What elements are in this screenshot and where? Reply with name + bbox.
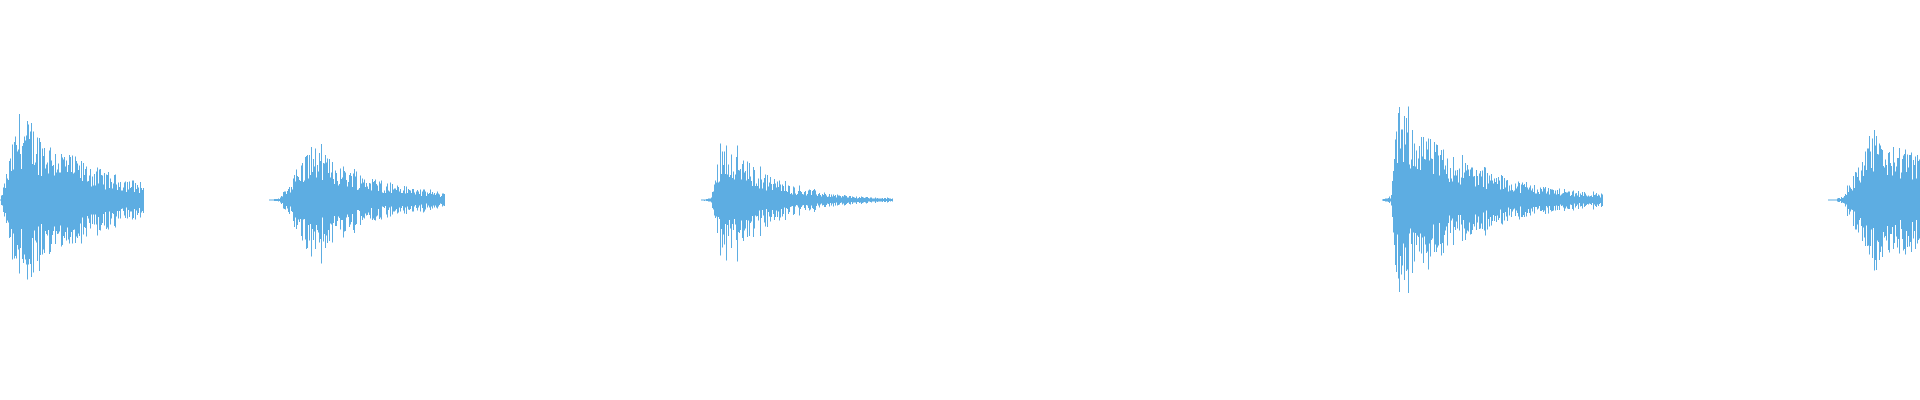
sound-burst-3-waveform (701, 143, 893, 262)
sound-burst-4-waveform (1382, 106, 1603, 293)
sound-burst-2-waveform (269, 143, 445, 264)
sound-burst-2[interactable] (269, 143, 445, 264)
sound-burst-3[interactable] (701, 143, 893, 262)
sound-burst-1[interactable] (0, 113, 144, 280)
sound-burst-5[interactable] (1828, 129, 1920, 271)
sound-burst-1-waveform (0, 113, 144, 280)
sound-burst-4[interactable] (1382, 106, 1603, 294)
sound-burst-5-waveform (1828, 129, 1920, 271)
waveform-clips (0, 106, 1920, 294)
